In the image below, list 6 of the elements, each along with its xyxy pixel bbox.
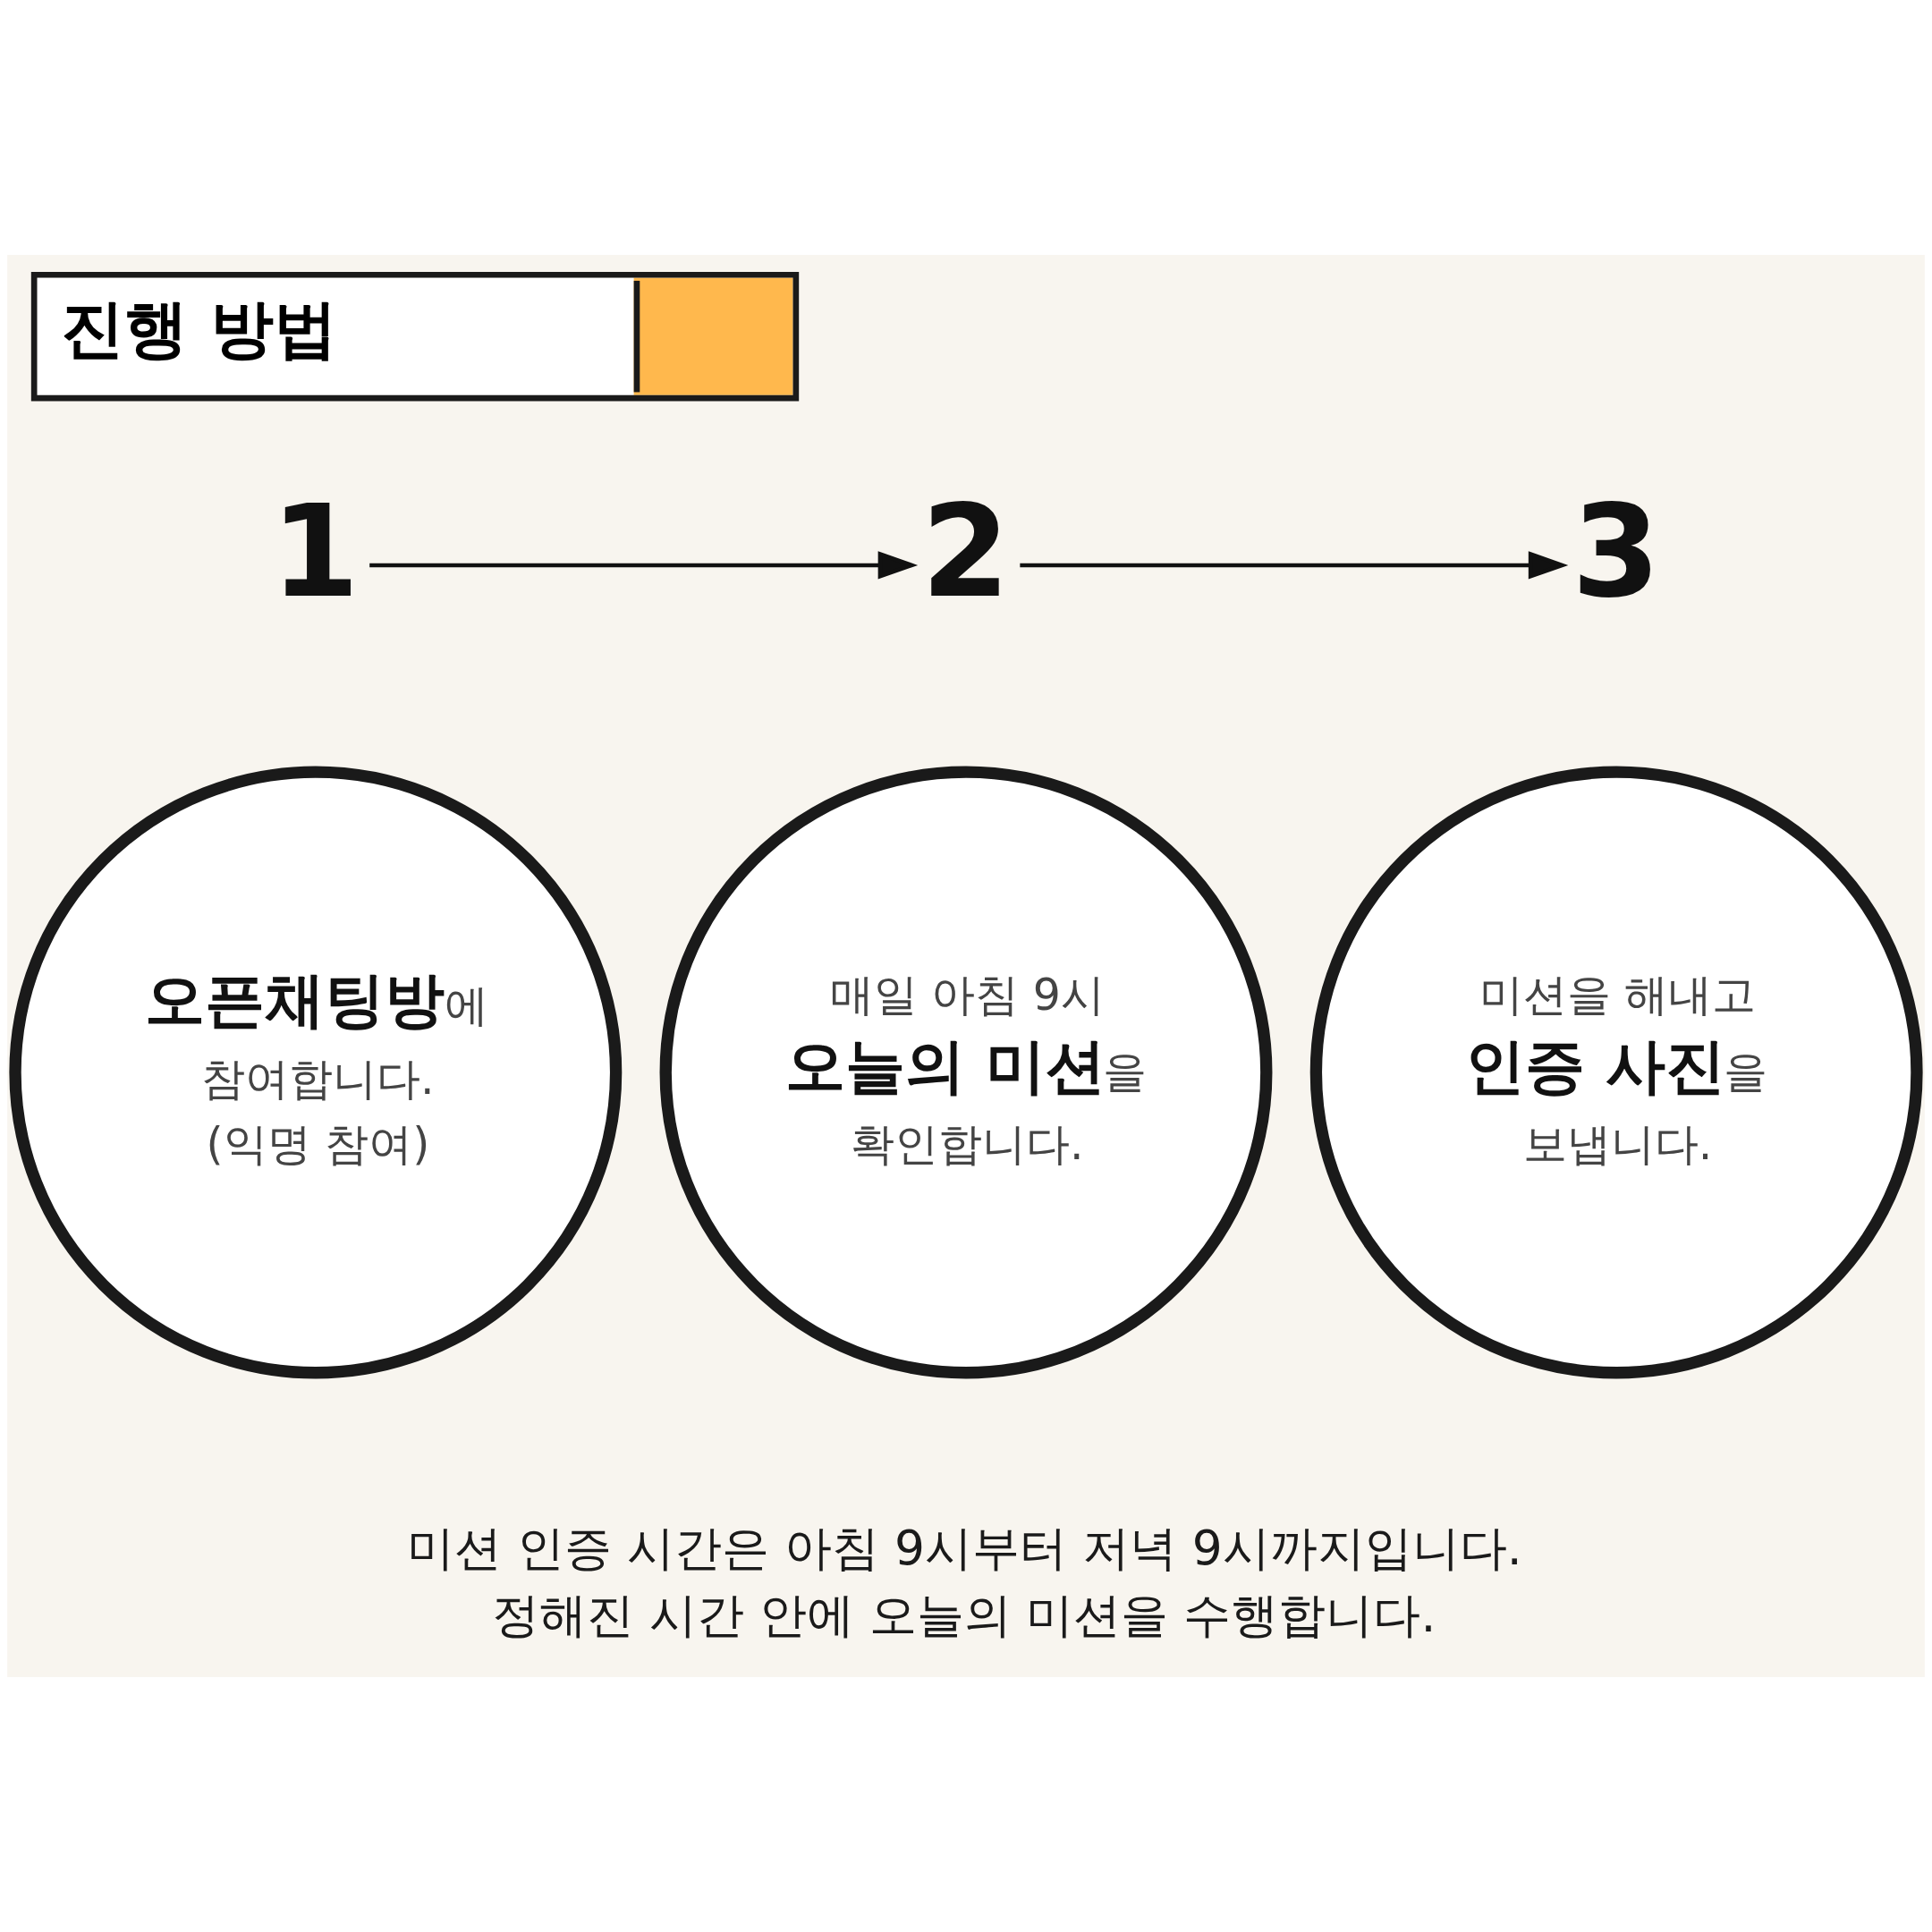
- node-text: 3: [1572, 477, 1661, 626]
- label: 정해진 시간 안에 오늘의 미션을 수행합니다.: [491, 1587, 1436, 1644]
- node-text: 2: [920, 477, 1010, 626]
- label: 미션 인증 시간은 아침 9시부터 저녁 9시까지입니다.: [407, 1519, 1522, 1576]
- diagram-title: 진행 방법: [61, 291, 337, 366]
- node-text: 1: [270, 477, 360, 626]
